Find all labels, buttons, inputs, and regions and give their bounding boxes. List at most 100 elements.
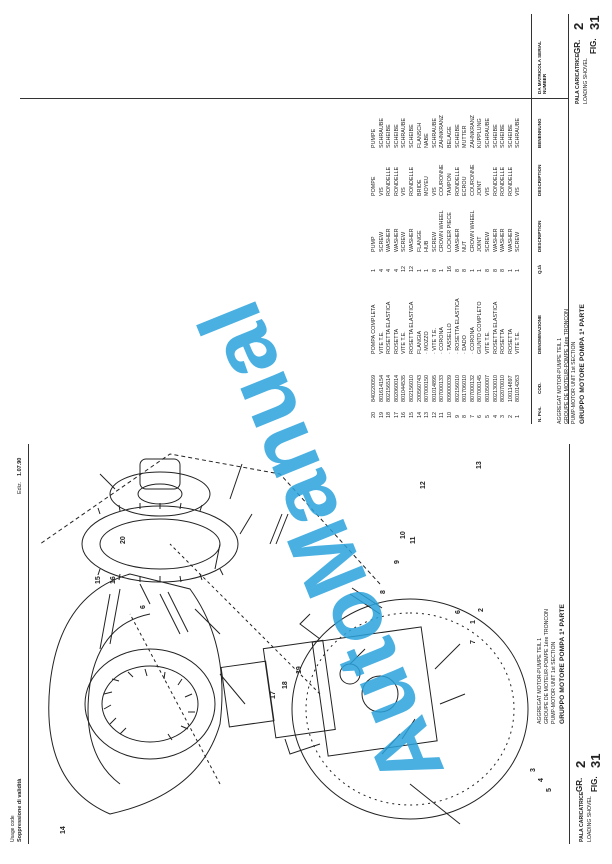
row-pos: 18 bbox=[386, 412, 393, 418]
group-right-line4: AGGREGAT MOTOR-PUMPE TEIL 1 bbox=[557, 337, 563, 424]
header-left-gr-value: 2 bbox=[573, 760, 588, 768]
row-description: CROWN WHEEL bbox=[469, 210, 476, 252]
row-pos: 10 bbox=[447, 412, 453, 418]
row-benennung: SCHEIBE bbox=[393, 124, 400, 148]
header-left-subtitle: LOADING SHOVEL bbox=[587, 796, 593, 842]
row-description-fr: VIS bbox=[378, 187, 385, 196]
row-description: SCREW bbox=[515, 231, 522, 252]
row-description: SCREW bbox=[378, 231, 385, 252]
row-denominazione: · CORONA bbox=[469, 327, 476, 354]
row-pos: 15 bbox=[409, 412, 415, 418]
row-qty: 8 bbox=[500, 269, 507, 272]
row-pos: 17 bbox=[393, 412, 400, 418]
col-header-description-fr: DESCRIPTION bbox=[537, 164, 542, 196]
row-description: WASHER bbox=[500, 228, 507, 252]
row-code: 809000039 bbox=[447, 375, 453, 402]
row-pos: 5 bbox=[485, 415, 491, 418]
row-denominazione: GIUNTO COMPLETO bbox=[477, 301, 484, 354]
callout-17: 17 bbox=[270, 691, 277, 699]
table-header-rule bbox=[531, 14, 532, 424]
callout-7: 7 bbox=[470, 640, 477, 644]
row-code: 801014263 bbox=[515, 375, 522, 402]
row-pos: 3 bbox=[500, 415, 507, 418]
row-benennung: SCHRAUBE bbox=[431, 118, 438, 148]
row-benennung: SCHRAUBE bbox=[515, 118, 522, 148]
footer-date: 1.07.90 bbox=[17, 457, 23, 476]
row-code: 807000133 bbox=[439, 375, 446, 402]
col-header-benennung: BENENNUNG bbox=[537, 118, 542, 148]
row-qty: 8 bbox=[462, 269, 469, 272]
row-description-fr: TAMPON bbox=[447, 173, 453, 196]
row-qty: 1 bbox=[439, 269, 446, 272]
col-header-denominazione: DENOMINAZIONE bbox=[537, 314, 542, 354]
row-code: 802070010 bbox=[500, 375, 507, 402]
header-left-gr-label: GR. bbox=[575, 777, 584, 792]
row-benennung: ZAHNKRANZ bbox=[439, 115, 446, 148]
row-qty: 8 bbox=[454, 269, 461, 272]
row-description-fr: RONDELLE bbox=[386, 166, 393, 196]
row-code: 801706010 bbox=[462, 375, 469, 402]
row-description: WASHER bbox=[386, 228, 393, 252]
callout-2: 2 bbox=[478, 608, 485, 612]
callout-16: 16 bbox=[110, 576, 117, 584]
row-pos: 4 bbox=[492, 415, 499, 418]
row-description-fr: RONDELLE bbox=[454, 166, 461, 196]
footer-date-label: Ediz. bbox=[17, 481, 23, 494]
row-benennung: SCHEIBE bbox=[500, 124, 507, 148]
row-qty: 1 bbox=[416, 269, 423, 272]
callout-18: 18 bbox=[282, 681, 289, 689]
row-benennung: SCHEIBE bbox=[492, 124, 499, 148]
header-right-subtitle: LOADING SHOVEL bbox=[583, 58, 589, 104]
row-code: 840220059 bbox=[371, 375, 377, 402]
exploded-view-drawing bbox=[39, 453, 529, 825]
row-qty: 8 bbox=[485, 269, 491, 272]
row-description-fr: VIS bbox=[431, 187, 438, 196]
callout-4: 4 bbox=[538, 778, 545, 782]
row-benennung: ZAHNKRANZ bbox=[469, 115, 476, 148]
callout-15: 15 bbox=[95, 576, 102, 584]
group-left-line3: GROUPE DE MOTEUR-POMPE 1ère TRONCON bbox=[544, 609, 550, 724]
row-denominazione: ROSETTA bbox=[507, 328, 514, 354]
group-left-line1: GRUPPO MOTORE POMPA 1ª PARTE bbox=[559, 603, 566, 724]
row-description: WASHER bbox=[454, 228, 461, 252]
row-description-fr: RONDELLE bbox=[507, 166, 514, 196]
row-qty: 4 bbox=[378, 269, 385, 272]
row-benennung: SCHEIBE bbox=[507, 124, 514, 148]
row-code: 801044535 bbox=[401, 375, 408, 402]
row-benennung: BELAGE bbox=[447, 126, 453, 148]
row-qty: 16 bbox=[447, 266, 453, 272]
header-right-gr-label: GR. bbox=[573, 39, 582, 54]
row-pos: 19 bbox=[378, 412, 385, 418]
row-denominazione: · DADO bbox=[462, 335, 469, 354]
group-right-line2: PUMP-MOTOR UNIT 1st SECTION bbox=[571, 341, 577, 424]
row-denominazione: POMPA COMPLETA bbox=[371, 304, 377, 354]
header-left-fig-value: 31 bbox=[588, 753, 603, 768]
row-benennung: SCHEIBE bbox=[454, 124, 461, 148]
row-description: WASHER bbox=[393, 228, 400, 252]
callout-6b: 6 bbox=[140, 605, 147, 609]
row-description-fr: RONDELLE bbox=[500, 166, 507, 196]
serial-column-divider bbox=[20, 98, 568, 99]
row-denominazione: ROSETTA ELASTICA bbox=[492, 301, 499, 354]
row-denominazione: · TASSELLO bbox=[447, 323, 453, 354]
header-right-rule bbox=[568, 14, 569, 424]
row-pos: 1 bbox=[515, 415, 522, 418]
row-code: 807000150 bbox=[424, 375, 431, 402]
row-pos: 14 bbox=[416, 412, 423, 418]
col-header-code: COD. bbox=[537, 382, 542, 394]
col-header-pos: N. Pos. bbox=[537, 406, 542, 422]
row-description: SCREW bbox=[485, 231, 491, 252]
row-denominazione: VITE T.E. bbox=[378, 331, 385, 354]
row-description: HUB bbox=[424, 240, 431, 252]
row-description-fr: POMPE bbox=[371, 176, 377, 196]
row-description: NUT bbox=[462, 240, 469, 252]
flange-drawing bbox=[291, 598, 529, 820]
row-pos: 11 bbox=[439, 412, 446, 418]
col-header-serial: DA MATRICOLA SERIAL NUMBER bbox=[537, 41, 547, 94]
callout-12: 12 bbox=[420, 481, 427, 489]
callout-9: 9 bbox=[394, 560, 401, 564]
header-left-fig-label: FIG. bbox=[590, 776, 599, 792]
row-qty: 8 bbox=[431, 269, 438, 272]
row-benennung: SCHRAUBE bbox=[378, 118, 385, 148]
